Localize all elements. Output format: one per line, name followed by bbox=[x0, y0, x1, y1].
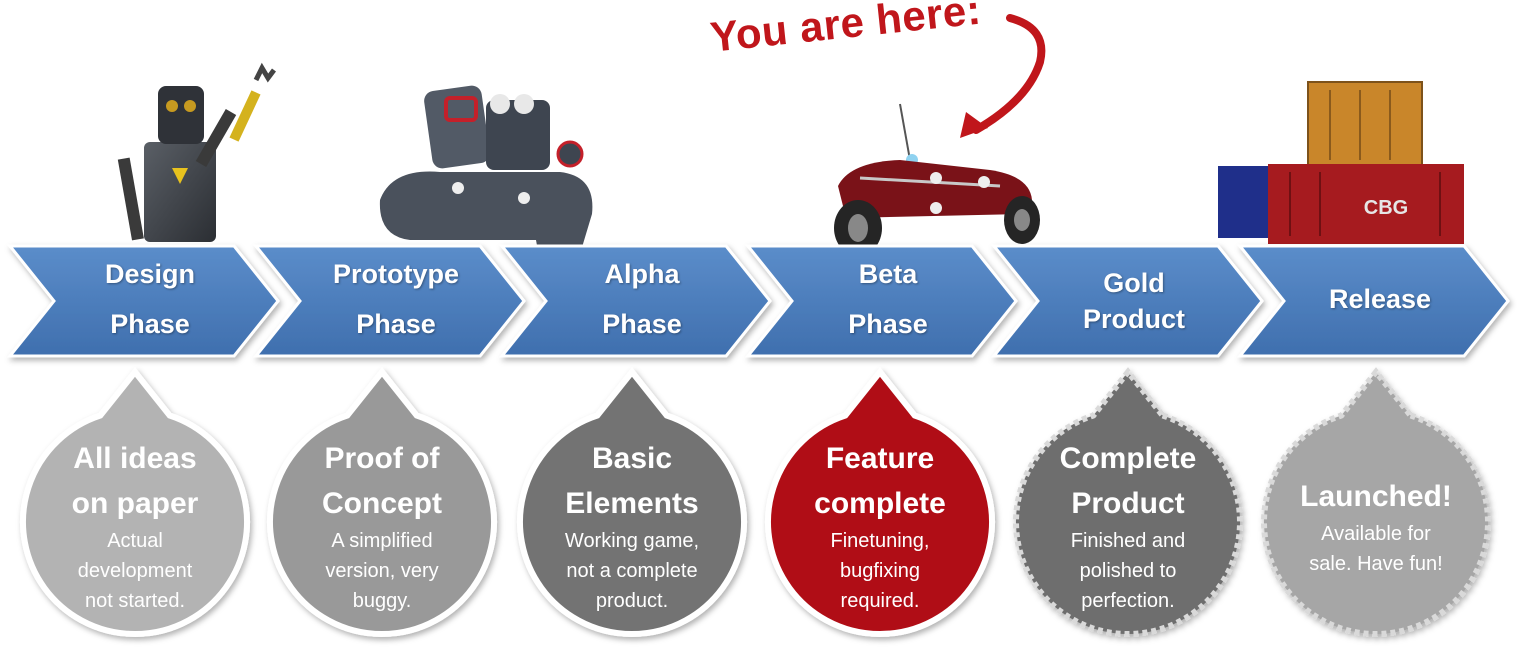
bubble-description-line: version, very bbox=[325, 560, 439, 582]
bubble-description-line: bugfixing bbox=[839, 560, 921, 582]
bubble-text-2: Proof of Concept A simplified version, very… bbox=[277, 436, 487, 616]
bubble-title-line: on paper bbox=[71, 487, 199, 520]
bubble-description-line: buggy. bbox=[352, 590, 412, 612]
bubble-title-line: Feature bbox=[825, 442, 935, 475]
bubble-description-line: not a complete bbox=[566, 560, 698, 582]
bubble-description-line: Available for bbox=[1321, 522, 1431, 545]
bubble-description-line: sale. Have fun! bbox=[1309, 552, 1443, 575]
bubble-description-line: required. bbox=[840, 590, 920, 612]
bubble-description-line: perfection. bbox=[1081, 590, 1175, 612]
chevron-label-line: Prototype bbox=[332, 259, 459, 289]
chevron-5 bbox=[990, 244, 1264, 358]
bubble-description-line: Actual bbox=[107, 530, 163, 552]
bubble-description-line: A simplified bbox=[331, 530, 433, 552]
chevron-2 bbox=[252, 244, 526, 358]
robot-figure-illustration bbox=[117, 62, 276, 242]
chevron-label-line: Beta bbox=[858, 259, 918, 289]
svg-text:CBG: CBG bbox=[1364, 197, 1408, 219]
bubble-title-line: complete bbox=[814, 487, 946, 520]
chevron-6 bbox=[1236, 244, 1510, 358]
chevron-label-6: Release bbox=[1290, 274, 1470, 324]
bubble-title-line: Elements bbox=[565, 487, 699, 520]
chevron-label-line: Alpha bbox=[604, 259, 680, 289]
bubble-title-line: Complete bbox=[1059, 442, 1197, 475]
tank-robot-illustration bbox=[379, 85, 593, 262]
chevron-label-line: Product bbox=[1082, 304, 1185, 334]
chevron-label-line: Gold bbox=[1103, 268, 1165, 298]
chevron-label-line: Phase bbox=[602, 309, 682, 339]
chevron-3 bbox=[498, 244, 772, 358]
shipping-containers-illustration: CBG bbox=[1218, 81, 1464, 244]
chevron-label-line: Phase bbox=[110, 309, 190, 339]
bubble-title-line: All ideas bbox=[73, 442, 197, 475]
chevron-label-line: Phase bbox=[356, 309, 436, 339]
bubble-description-line: development bbox=[77, 560, 193, 582]
bubble-description-line: Finetuning, bbox=[830, 530, 930, 552]
chevron-1 bbox=[6, 244, 280, 358]
bubble-text-6: Launched! Available for sale. Have fun! bbox=[1271, 474, 1481, 579]
bubble-title-line: Launched! bbox=[1300, 479, 1452, 513]
you-are-here-arrow bbox=[960, 14, 1046, 138]
speech-bubble-3 bbox=[517, 367, 747, 637]
bubble-description-line: product. bbox=[595, 590, 669, 612]
bubble-title-line: Proof of bbox=[324, 442, 440, 475]
chevron-4 bbox=[744, 244, 1018, 358]
chevron-label-line: Design bbox=[104, 259, 196, 289]
bubble-title-line: Basic bbox=[591, 442, 673, 475]
speech-bubble-2 bbox=[267, 367, 497, 637]
chevron-label-line: Release bbox=[1328, 284, 1432, 314]
speech-bubble-4 bbox=[765, 367, 995, 637]
bubble-description-line: polished to bbox=[1079, 560, 1177, 582]
race-car-illustration bbox=[834, 103, 1040, 256]
speech-bubble-5 bbox=[1013, 367, 1243, 637]
chevron-label-line: Phase bbox=[848, 309, 928, 339]
bubble-description-line: Finished and bbox=[1070, 530, 1186, 552]
bubble-description-line: Working game, bbox=[564, 530, 700, 552]
speech-bubble-6 bbox=[1261, 367, 1491, 637]
speech-bubble-1 bbox=[20, 367, 250, 637]
bubble-title-line: Product bbox=[1071, 487, 1185, 520]
bubble-title-line: Concept bbox=[322, 487, 442, 520]
bubble-description-line: not started. bbox=[84, 590, 186, 612]
